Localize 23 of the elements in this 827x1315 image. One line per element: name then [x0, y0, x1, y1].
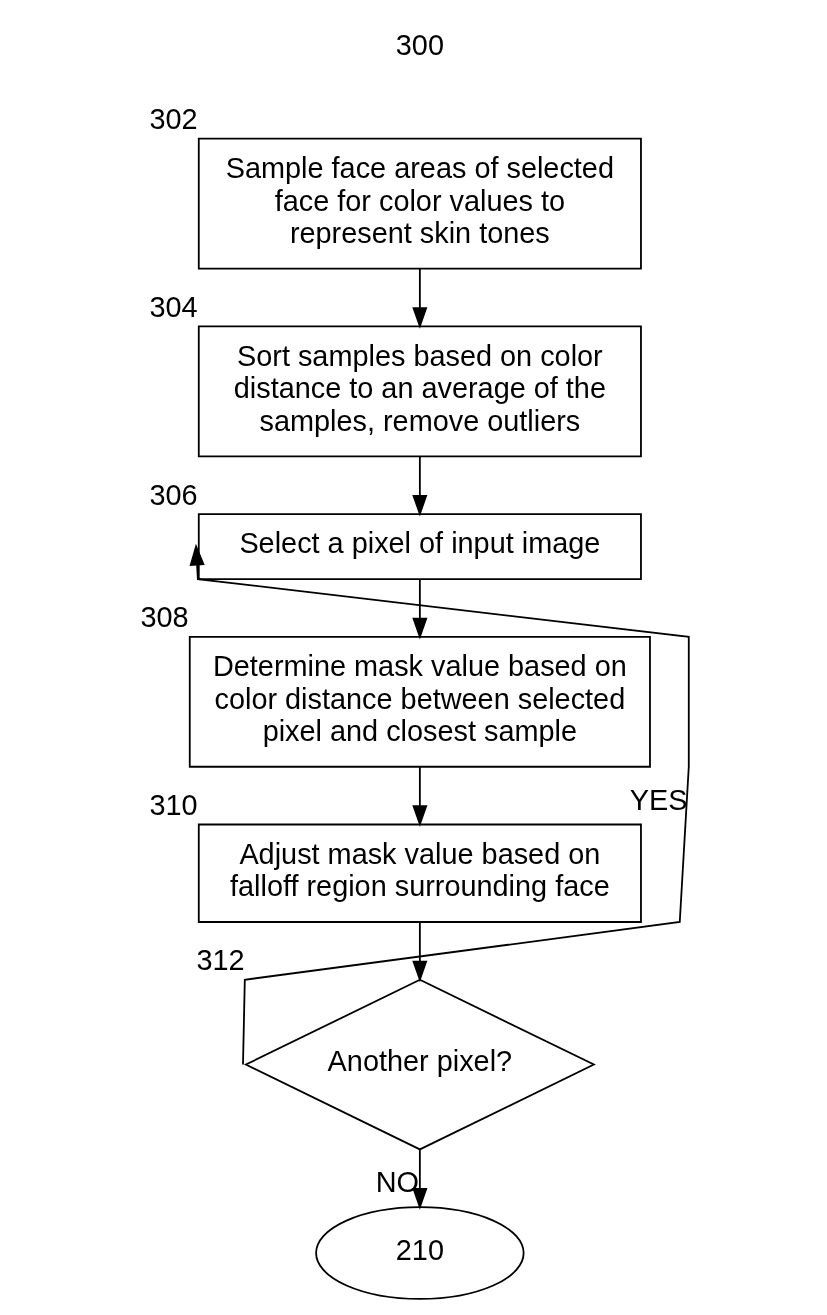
node-diamond: Another pixel?: [243, 978, 596, 1151]
arrow: [189, 543, 690, 1066]
node-ellipse: 210: [314, 1206, 525, 1300]
node-label: 304: [148, 291, 198, 324]
node-box: Sample face areas of selected face for color values to represent skin tones: [197, 137, 642, 270]
node-label: 302: [148, 103, 198, 136]
label: 300: [395, 29, 444, 62]
edge-label: YES: [629, 784, 688, 817]
arrow: [411, 921, 427, 983]
node-label: 306: [148, 478, 198, 511]
node-box: Adjust mask value based on falloff region surrounding face: [197, 823, 642, 923]
node-label: 310: [148, 789, 198, 822]
arrow: [411, 766, 427, 827]
node-label: 308: [139, 601, 189, 634]
node-box: Determine mask value based on color distance between selected pixel and closest sample: [188, 635, 651, 768]
node-box: Select a pixel of input image: [197, 513, 642, 580]
node-label: 312: [195, 944, 245, 977]
arrow: [411, 578, 427, 640]
arrow: [411, 1148, 427, 1210]
node-box: Sort samples based on color distance to an average of the samples, remove outliers: [197, 325, 642, 458]
arrow: [411, 267, 427, 329]
edge-label: NO: [375, 1166, 419, 1199]
arrow: [411, 455, 427, 517]
